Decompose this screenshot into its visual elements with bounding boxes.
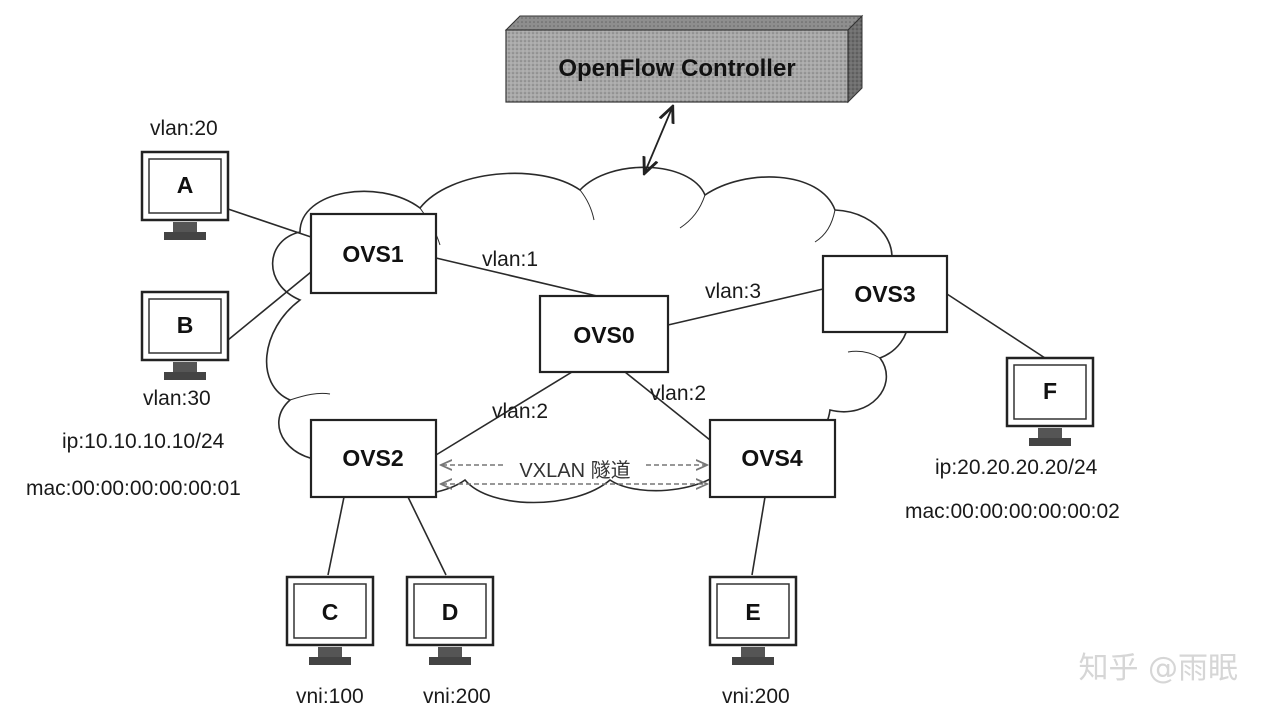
host-e: E bbox=[708, 575, 798, 667]
host-c: C bbox=[285, 575, 375, 667]
switch-ovs4: OVS4 bbox=[708, 418, 837, 499]
link-ovs1-ovs0-label: vlan:1 bbox=[482, 248, 538, 271]
link-ovs3-f bbox=[946, 293, 1046, 359]
host-b-mac: mac:00:00:00:00:00:01 bbox=[26, 477, 241, 500]
link-ovs0-ovs4-label: vlan:2 bbox=[650, 382, 706, 405]
host-c-vni: vni:100 bbox=[296, 685, 364, 708]
link-ovs2-c bbox=[327, 496, 345, 576]
host-d-vni: vni:200 bbox=[423, 685, 491, 708]
switch-label: OVS3 bbox=[854, 281, 915, 307]
switch-label: OVS2 bbox=[342, 445, 403, 471]
host-f: F bbox=[1005, 356, 1095, 448]
host-label: F bbox=[1043, 378, 1057, 404]
vxlan-tunnel: VXLAN 隧道 bbox=[442, 459, 706, 484]
host-e-vni: vni:200 bbox=[722, 685, 790, 708]
switch-label: OVS1 bbox=[342, 241, 404, 267]
switch-label: OVS4 bbox=[741, 445, 803, 471]
host-d: D bbox=[405, 575, 495, 667]
tunnel-label: VXLAN 隧道 bbox=[519, 459, 630, 482]
host-f-ip: ip:20.20.20.20/24 bbox=[935, 456, 1098, 479]
host-label: E bbox=[745, 599, 760, 625]
link-ovs2-d bbox=[407, 496, 447, 576]
switch-ovs0: OVS0 bbox=[538, 294, 670, 374]
controller-link bbox=[645, 108, 672, 172]
switch-ovs1: OVS1 bbox=[309, 212, 438, 295]
link-ovs0-ovs2 bbox=[435, 371, 573, 456]
host-a-vlan: vlan:20 bbox=[150, 117, 218, 140]
host-label: C bbox=[322, 599, 339, 625]
link-ovs1-ovs0 bbox=[435, 257, 598, 297]
host-label: A bbox=[177, 172, 194, 198]
host-b-ip: ip:10.10.10.10/24 bbox=[62, 430, 225, 453]
host-b-vlan: vlan:30 bbox=[143, 387, 211, 410]
link-ovs0-ovs4 bbox=[624, 371, 711, 441]
switch-label: OVS0 bbox=[573, 322, 634, 348]
host-b: B bbox=[140, 290, 230, 382]
host-a: A bbox=[140, 150, 230, 242]
host-f-mac: mac:00:00:00:00:00:02 bbox=[905, 500, 1120, 523]
watermark: 知乎 @雨眠 bbox=[1078, 651, 1238, 686]
links bbox=[227, 208, 1046, 576]
link-ovs4-e bbox=[751, 496, 766, 576]
link-a-ovs1 bbox=[227, 208, 312, 238]
openflow-controller: OpenFlow Controller bbox=[504, 14, 864, 104]
switch-ovs3: OVS3 bbox=[821, 254, 949, 334]
switch-ovs2: OVS2 bbox=[309, 418, 438, 499]
link-ovs0-ovs2-label: vlan:2 bbox=[492, 400, 548, 423]
host-label: D bbox=[442, 599, 459, 625]
link-ovs0-ovs3-label: vlan:3 bbox=[705, 280, 761, 303]
link-b-ovs1 bbox=[227, 271, 312, 341]
link-ovs0-ovs3 bbox=[667, 288, 824, 326]
controller-label: OpenFlow Controller bbox=[558, 55, 795, 82]
host-label: B bbox=[177, 312, 194, 338]
